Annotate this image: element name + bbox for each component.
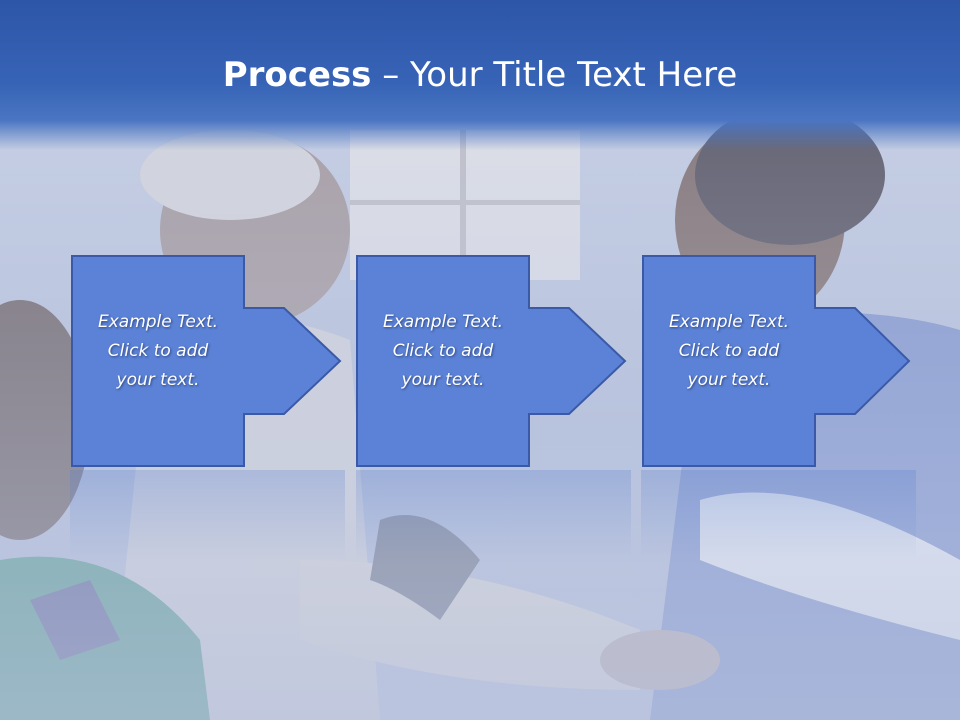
step-text-line: your text. [687,370,771,390]
step-reflection [356,470,631,560]
step-text-line: Click to add [107,341,209,361]
step-reflection [641,470,916,560]
title-bold: Process [222,55,372,95]
step-text[interactable]: Example Text. Click to add your text. [357,308,529,395]
step-text[interactable]: Example Text. Click to add your text. [72,308,244,395]
step-text-line: your text. [116,370,200,390]
step-text-line: Click to add [392,341,494,361]
title-band [0,0,960,150]
title-rest: – Your Title Text Here [371,55,738,95]
step-text-line: your text. [401,370,485,390]
step-arrow-shape [642,255,911,467]
step-text-line: Click to add [678,341,780,361]
process-step-1[interactable]: Example Text. Click to add your text. [71,255,347,467]
process-step-2[interactable]: Example Text. Click to add your text. [356,255,632,467]
step-text[interactable]: Example Text. Click to add your text. [643,308,815,395]
step-arrow-shape [71,255,342,467]
step-text-line: Example Text. [668,312,790,332]
step-text-line: Example Text. [382,312,504,332]
step-text-line: Example Text. [97,312,219,332]
slide-title[interactable]: Process – Your Title Text Here [0,52,960,98]
step-arrow-shape [356,255,627,467]
process-step-3[interactable]: Example Text. Click to add your text. [642,255,918,467]
step-reflection [70,470,345,560]
